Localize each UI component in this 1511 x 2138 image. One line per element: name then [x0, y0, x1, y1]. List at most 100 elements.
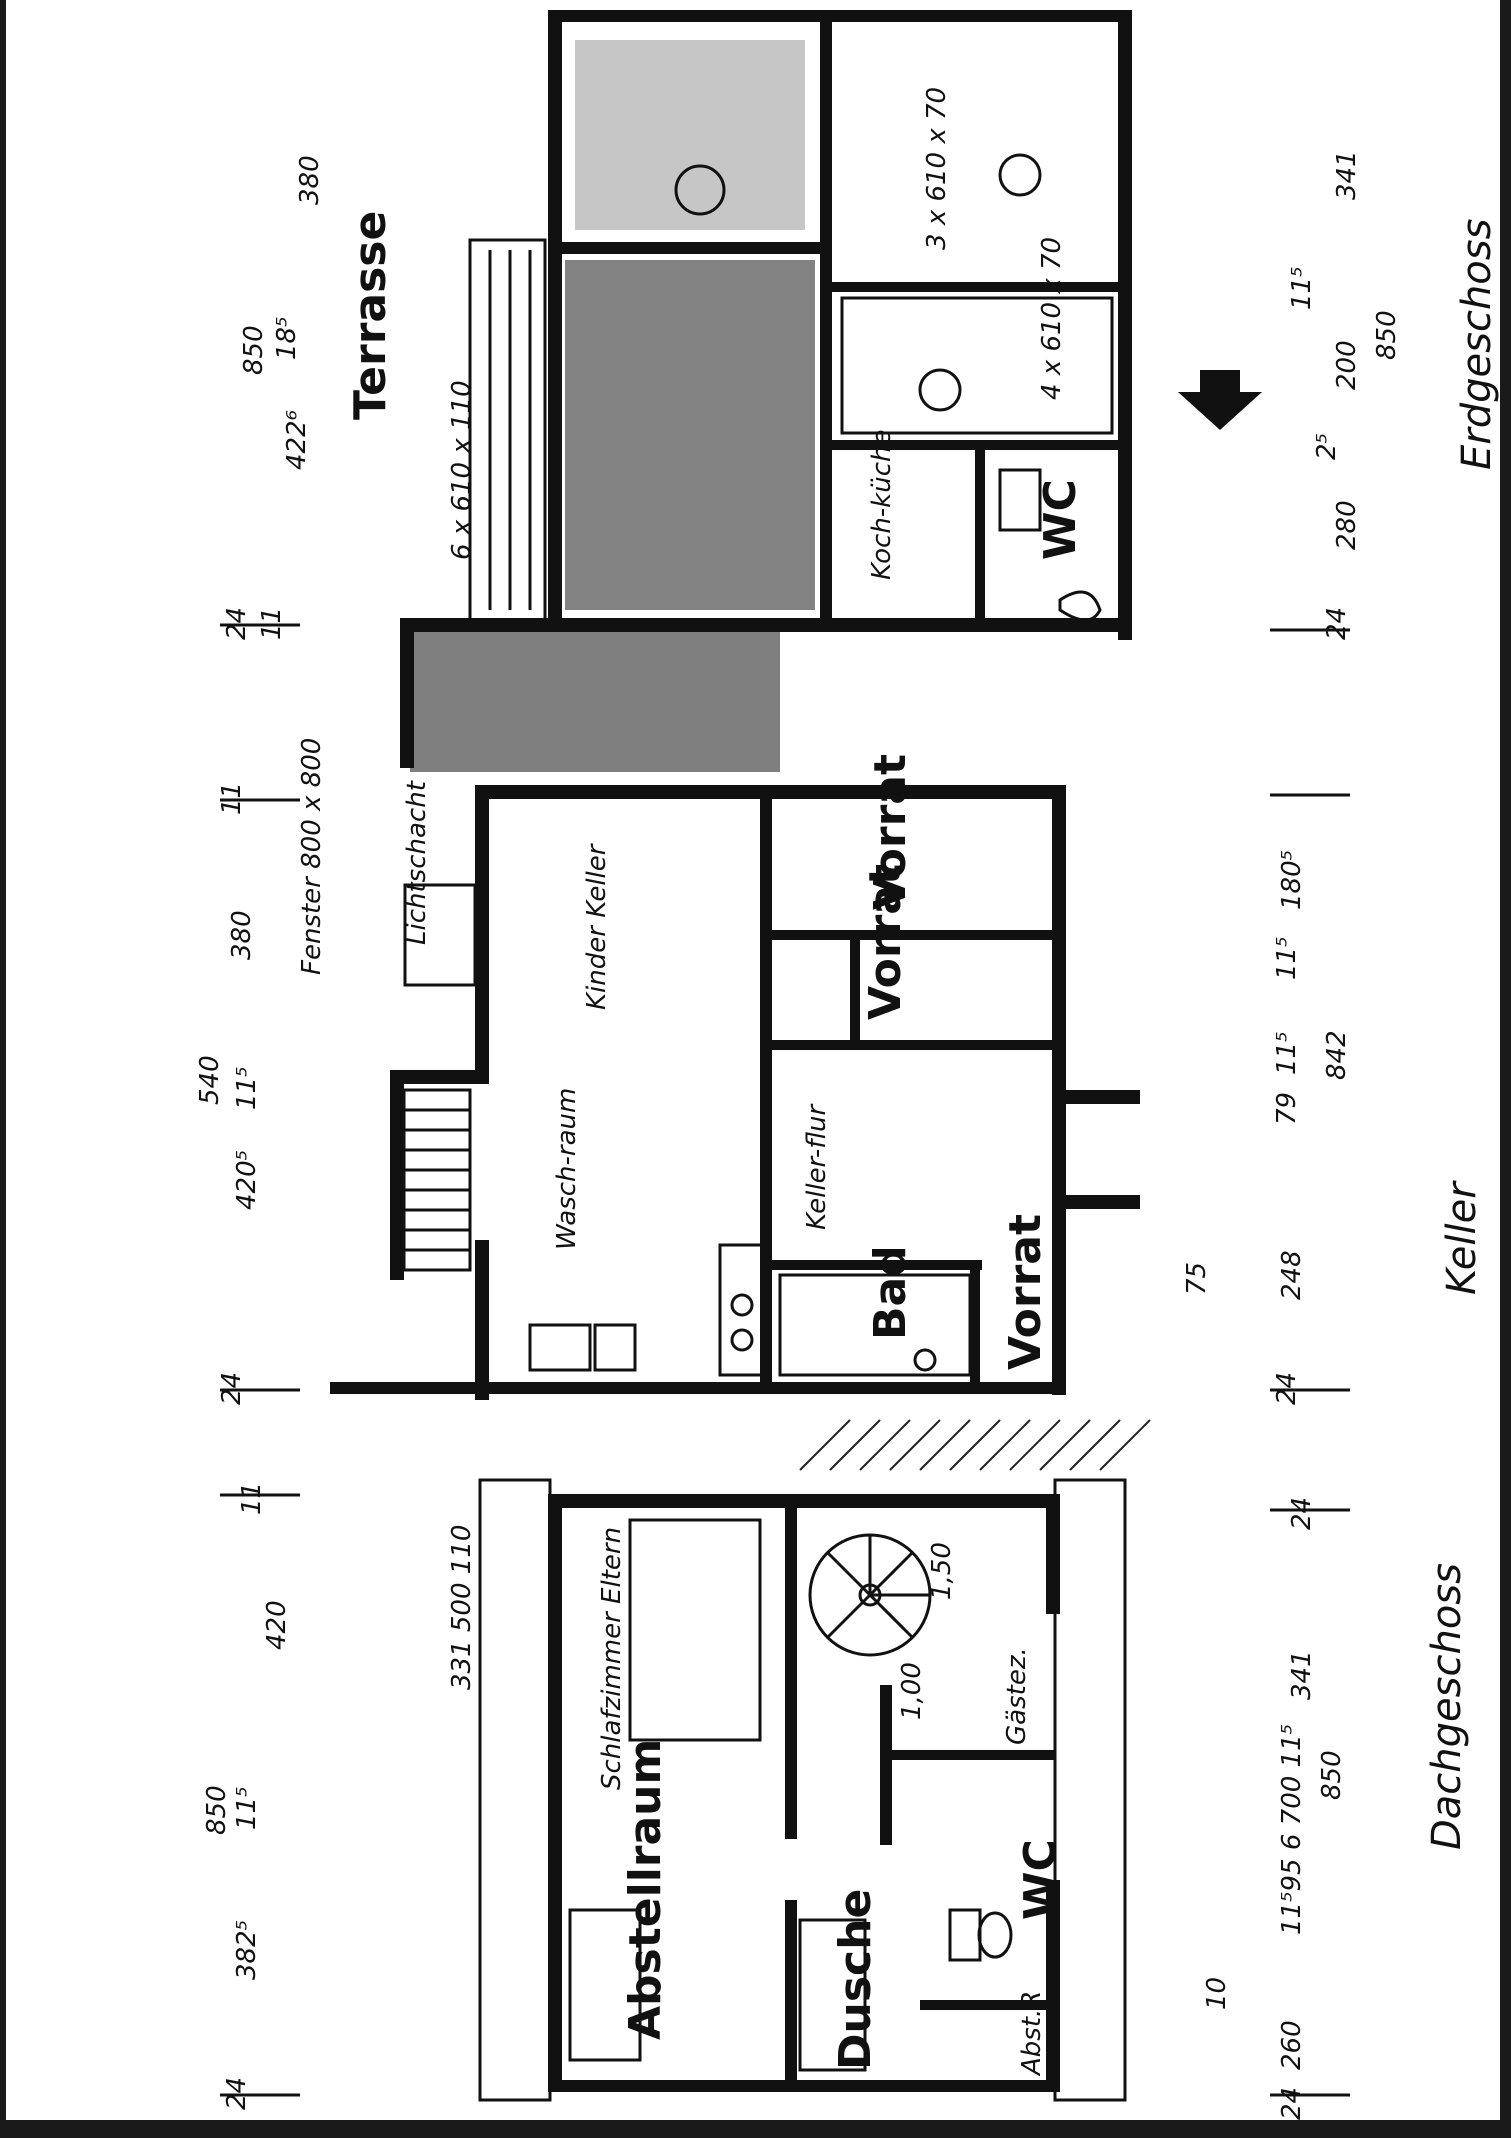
dg-dim-bottom-5: 10 — [1202, 1977, 1232, 2010]
eg-corridor-wall — [400, 618, 414, 768]
dg-bed — [628, 1518, 762, 1742]
dg-note-mass-1: 1,50 — [927, 1542, 957, 1600]
k-dim-top-3: 420⁵ — [232, 1150, 262, 1210]
k-dim-bottom-0: 180⁵ — [1277, 850, 1307, 910]
k-dim-bottom-1: 11⁵ — [1272, 936, 1302, 980]
eg-dim-bottom-6: 24 — [1322, 607, 1352, 640]
eg-dim-top-5: 11 — [257, 607, 287, 640]
k-dim-bottom-5: 248 — [1277, 1250, 1307, 1300]
dg-roof-outline-left — [478, 1478, 552, 2102]
dg-note-kniestock: 331 500 110 — [447, 1525, 477, 1690]
dg-roof-outline-right — [1053, 1478, 1127, 2102]
dg-dim-top-3: 382⁵ — [232, 1920, 262, 1980]
k-wall-left-lower — [390, 1070, 404, 1280]
scan-edge-bottom — [0, 2120, 1511, 2138]
dg-dim-bottom-4: 260 — [1277, 2020, 1307, 2070]
dg-dim-bottom-2: 850 — [1317, 1750, 1347, 1800]
k-room-vorrat-2: Vorrat — [860, 864, 911, 1020]
dg-note-mass-2: 1,00 — [897, 1662, 927, 1720]
eg-dim-bottom-2: 850 — [1372, 310, 1402, 360]
dg-dim-top-1: 850 — [202, 1785, 232, 1835]
dg-title: Dachgeschoss — [1424, 1563, 1470, 1850]
dg-wall-right-2 — [1046, 1880, 1060, 2092]
dg-dim-top-0: 420 — [262, 1600, 292, 1650]
k-room-kellerflur: Keller-flur — [802, 1103, 832, 1230]
dg-wall-wc — [920, 2000, 1050, 2010]
k-wall-h-1 — [772, 930, 1062, 940]
dg-dim-bottom-3: 11⁵95 6 700 11⁵ — [1277, 1724, 1307, 1935]
dg-wc-cistern — [948, 1908, 982, 1962]
k-wall-bottom — [330, 1382, 1065, 1394]
eg-lamp-symbol-1 — [674, 164, 726, 216]
dg-wall-gaest-bottom — [880, 1750, 1055, 1760]
eg-staircase — [840, 296, 1114, 435]
eg-note-window-terrace: 6 x 610 x 110 — [447, 380, 477, 560]
eg-title: Erdgeschoss — [1454, 219, 1500, 470]
k-dim-top-4: 24 — [217, 1372, 247, 1405]
k-note-lichtschacht: Lichtschacht — [402, 780, 432, 945]
k-wall-v-bad — [970, 1260, 980, 1385]
eg-dim-top-3: 422⁶ — [282, 410, 312, 470]
dg-shower-tray — [798, 1918, 867, 2072]
k-washer-1 — [528, 1323, 592, 1372]
dg-eaves-hatching — [799, 1419, 1151, 1471]
dg-room-dusche: Dusche — [830, 1889, 881, 2070]
eg-wc-bowl — [1058, 590, 1102, 622]
scan-edge-right — [1500, 0, 1511, 2138]
k-lichtschacht — [403, 883, 477, 987]
eg-dim-bottom-0: 341 — [1332, 150, 1362, 200]
dachgeschoss-plan — [478, 1419, 1151, 2102]
dg-dim-bottom-1: 24 — [1287, 1497, 1317, 1530]
eg-dim-top-2: 18⁵ — [272, 316, 302, 360]
k-wall-outer-spur — [1060, 1090, 1140, 1104]
k-dim-bottom-6: 24 — [1272, 1372, 1302, 1405]
dg-wall-top — [548, 1494, 1058, 1508]
dg-room-abstr: Abst.R — [1017, 1991, 1047, 2077]
eg-note-window-top: 3 x 610 x 70 — [922, 87, 952, 250]
dg-wardrobe — [568, 1908, 642, 2062]
eg-lamp-symbol-2 — [998, 153, 1042, 197]
eg-wc-basin — [998, 468, 1042, 532]
k-room-vorrat-1: Vorrat — [865, 754, 916, 910]
k-wall-left-bottom — [475, 1240, 489, 1400]
k-dim-bottom-7: 75 — [1182, 1262, 1212, 1295]
k-wall-v-store — [850, 940, 860, 1040]
eg-dim-top-4: 24 — [222, 607, 252, 640]
k-dim-bottom-3: 11⁵ — [1272, 1031, 1302, 1075]
eg-wall-right — [1118, 10, 1132, 640]
eg-lamp-symbol-3 — [918, 368, 962, 412]
eg-wall-inner-1 — [548, 242, 828, 254]
dg-wall-mid-vertical-2 — [785, 1900, 797, 2090]
terrace-railing — [468, 238, 547, 622]
eg-living-texture — [565, 40, 815, 610]
eg-room-kueche: Koch-küche — [867, 430, 897, 581]
dg-dim-bottom-0: 341 — [1287, 1650, 1317, 1700]
erdgeschoss-plan — [400, 10, 1262, 772]
eg-corridor-block — [410, 632, 780, 772]
k-wall-mid-vertical — [760, 785, 772, 1385]
entrance-arrow-icon — [1178, 370, 1262, 430]
right-dimension-ticks — [1270, 628, 1350, 2097]
dg-wall-gaest-left — [880, 1685, 892, 1845]
eg-dim-bottom-3: 200 — [1332, 340, 1362, 390]
eg-wall-inner-3 — [832, 282, 1122, 292]
eg-room-wc: WC — [1035, 479, 1086, 560]
dg-room-abstellraum: Abstellraum — [620, 1739, 671, 2040]
k-room-vorrat-3: Vorrat — [1000, 1214, 1051, 1370]
eg-wall-left — [548, 10, 562, 630]
k-bad-shower — [778, 1273, 972, 1377]
k-washer-2 — [593, 1323, 637, 1372]
eg-wall-top — [548, 10, 1132, 22]
dg-dim-top-2: 11⁵ — [232, 1786, 262, 1830]
k-note-fenster: Fenster 800 x 800 — [297, 738, 327, 975]
k-boiler-dial-1 — [730, 1293, 754, 1317]
eg-room-terrasse: Terrasse — [345, 211, 396, 420]
k-wall-outer-spur-2 — [1060, 1195, 1140, 1209]
eg-wall-inner-2 — [820, 10, 832, 620]
k-dim-top-1: 540 — [195, 1055, 225, 1105]
k-staircase — [402, 1088, 472, 1272]
dg-wall-bottom — [548, 2080, 1058, 2092]
eg-dim-bottom-5: 280 — [1332, 500, 1362, 550]
k-dim-top-5: 11 — [217, 782, 247, 815]
